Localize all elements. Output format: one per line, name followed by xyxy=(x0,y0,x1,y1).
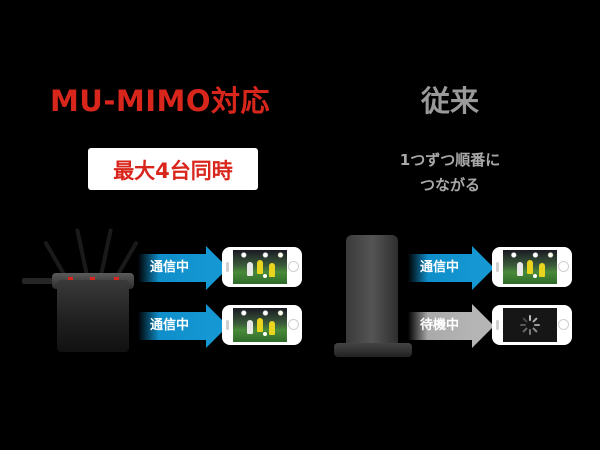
right-row-1-label: 通信中 xyxy=(408,254,474,282)
conventional-description: 1つずつ順番に つながる xyxy=(350,148,550,198)
conventional-router-icon xyxy=(334,235,412,360)
loading-spinner-icon xyxy=(520,315,540,335)
phone-loading-icon xyxy=(492,305,572,345)
left-row-1-label: 通信中 xyxy=(138,254,208,282)
phone-video-icon xyxy=(222,305,302,345)
max-four-devices-badge: 最大4台同時 xyxy=(88,148,258,190)
description-line-2: つながる xyxy=(419,176,480,194)
conventional-title: 従来 xyxy=(420,84,479,118)
phone-video-icon xyxy=(222,247,302,287)
right-arrow-2: 待機中 xyxy=(408,304,494,348)
left-arrow-2: 通信中 xyxy=(138,304,228,348)
right-arrow-1: 通信中 xyxy=(408,246,494,290)
left-arrow-1: 通信中 xyxy=(138,246,228,290)
left-row-2-label: 通信中 xyxy=(138,312,208,340)
right-row-2-label: 待機中 xyxy=(408,312,474,340)
mu-mimo-router-icon xyxy=(22,228,162,358)
mu-mimo-title: MU-MIMO対応 xyxy=(49,84,271,118)
phone-video-icon xyxy=(492,247,572,287)
description-line-1: 1つずつ順番に xyxy=(399,151,501,169)
